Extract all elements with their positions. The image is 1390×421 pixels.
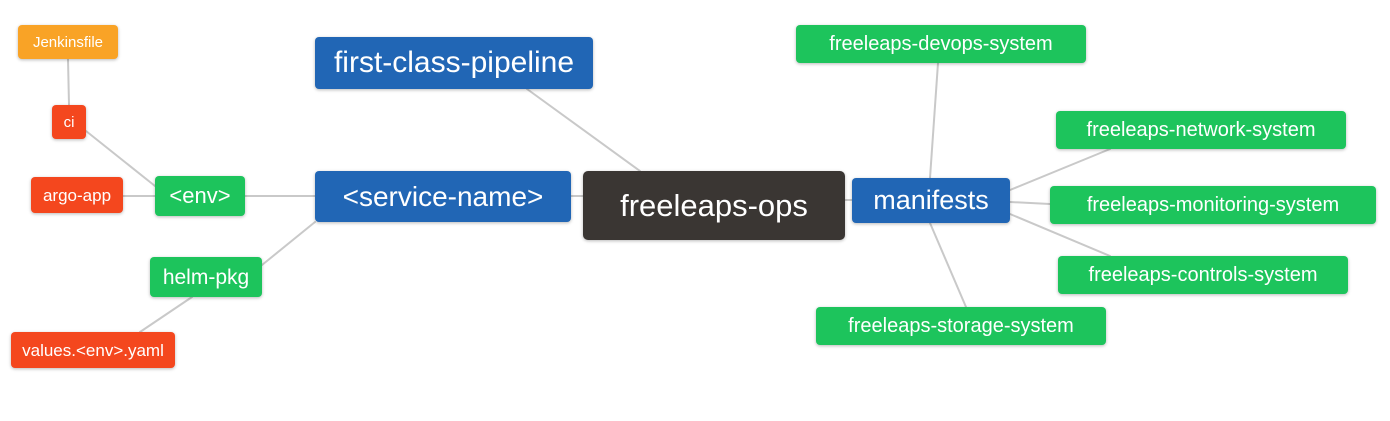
edge-manifests-to-freeleaps-network-system [1009, 148, 1111, 191]
mindmap-node-label: argo-app [42, 185, 112, 205]
mindmap-node-jenkinsfile[interactable]: Jenkinsfile [18, 25, 118, 59]
mindmap-node-label: freeleaps-controls-system [1088, 264, 1318, 286]
mindmap-node-label: ci [63, 113, 75, 131]
mindmap-node-label: freeleaps-ops [620, 188, 808, 223]
edge-service-name-to-helm-pkg [261, 221, 316, 266]
edge-manifests-to-freeleaps-monitoring-system [1009, 201, 1051, 205]
edge-helm-pkg-to-values-env-yaml [139, 296, 193, 333]
mindmap-node-values-env-yaml[interactable]: values.<env>.yaml [11, 332, 175, 368]
mindmap-node-freeleaps-storage-system[interactable]: freeleaps-storage-system [816, 307, 1106, 345]
mindmap-node-label: first-class-pipeline [333, 46, 575, 79]
mindmap-node-label: freeleaps-devops-system [829, 33, 1053, 55]
mindmap-node-manifests[interactable]: manifests [852, 178, 1010, 223]
mindmap-node-label: freeleaps-storage-system [848, 315, 1074, 337]
mindmap-node-label: helm-pkg [162, 265, 250, 289]
mindmap-node-freeleaps-devops-system[interactable]: freeleaps-devops-system [796, 25, 1086, 63]
mindmap-node-freeleaps-controls-system[interactable]: freeleaps-controls-system [1058, 256, 1348, 294]
mindmap-node-label: freeleaps-monitoring-system [1086, 194, 1340, 216]
mindmap-node-label: <env> [169, 183, 231, 208]
mindmap-node-argo-app[interactable]: argo-app [31, 177, 123, 213]
mindmap-node-ci[interactable]: ci [52, 105, 86, 139]
mindmap-node-freeleaps-ops[interactable]: freeleaps-ops [583, 171, 845, 240]
mindmap-node-freeleaps-network-system[interactable]: freeleaps-network-system [1056, 111, 1346, 149]
mindmap-node-service-name[interactable]: <service-name> [315, 171, 571, 222]
mindmap-node-label: freeleaps-network-system [1086, 119, 1316, 141]
mindmap-node-freeleaps-monitoring-system[interactable]: freeleaps-monitoring-system [1050, 186, 1376, 224]
mindmap-node-label: Jenkinsfile [32, 33, 104, 51]
mindmap-node-label: <service-name> [342, 180, 544, 212]
mindmap-node-helm-pkg[interactable]: helm-pkg [150, 257, 262, 297]
mindmap-node-env[interactable]: <env> [155, 176, 245, 216]
edge-first-class-pipeline-to-freeleaps-ops [526, 88, 641, 172]
edge-freeleaps-devops-system-to-manifests [929, 62, 939, 179]
edge-manifests-to-freeleaps-storage-system [929, 222, 967, 308]
mindmap-node-label: values.<env>.yaml [22, 340, 164, 360]
mindmap-node-label: manifests [873, 185, 989, 215]
mindmap-node-first-class-pipeline[interactable]: first-class-pipeline [315, 37, 593, 89]
edge-jenkinsfile-to-ci [67, 58, 70, 106]
